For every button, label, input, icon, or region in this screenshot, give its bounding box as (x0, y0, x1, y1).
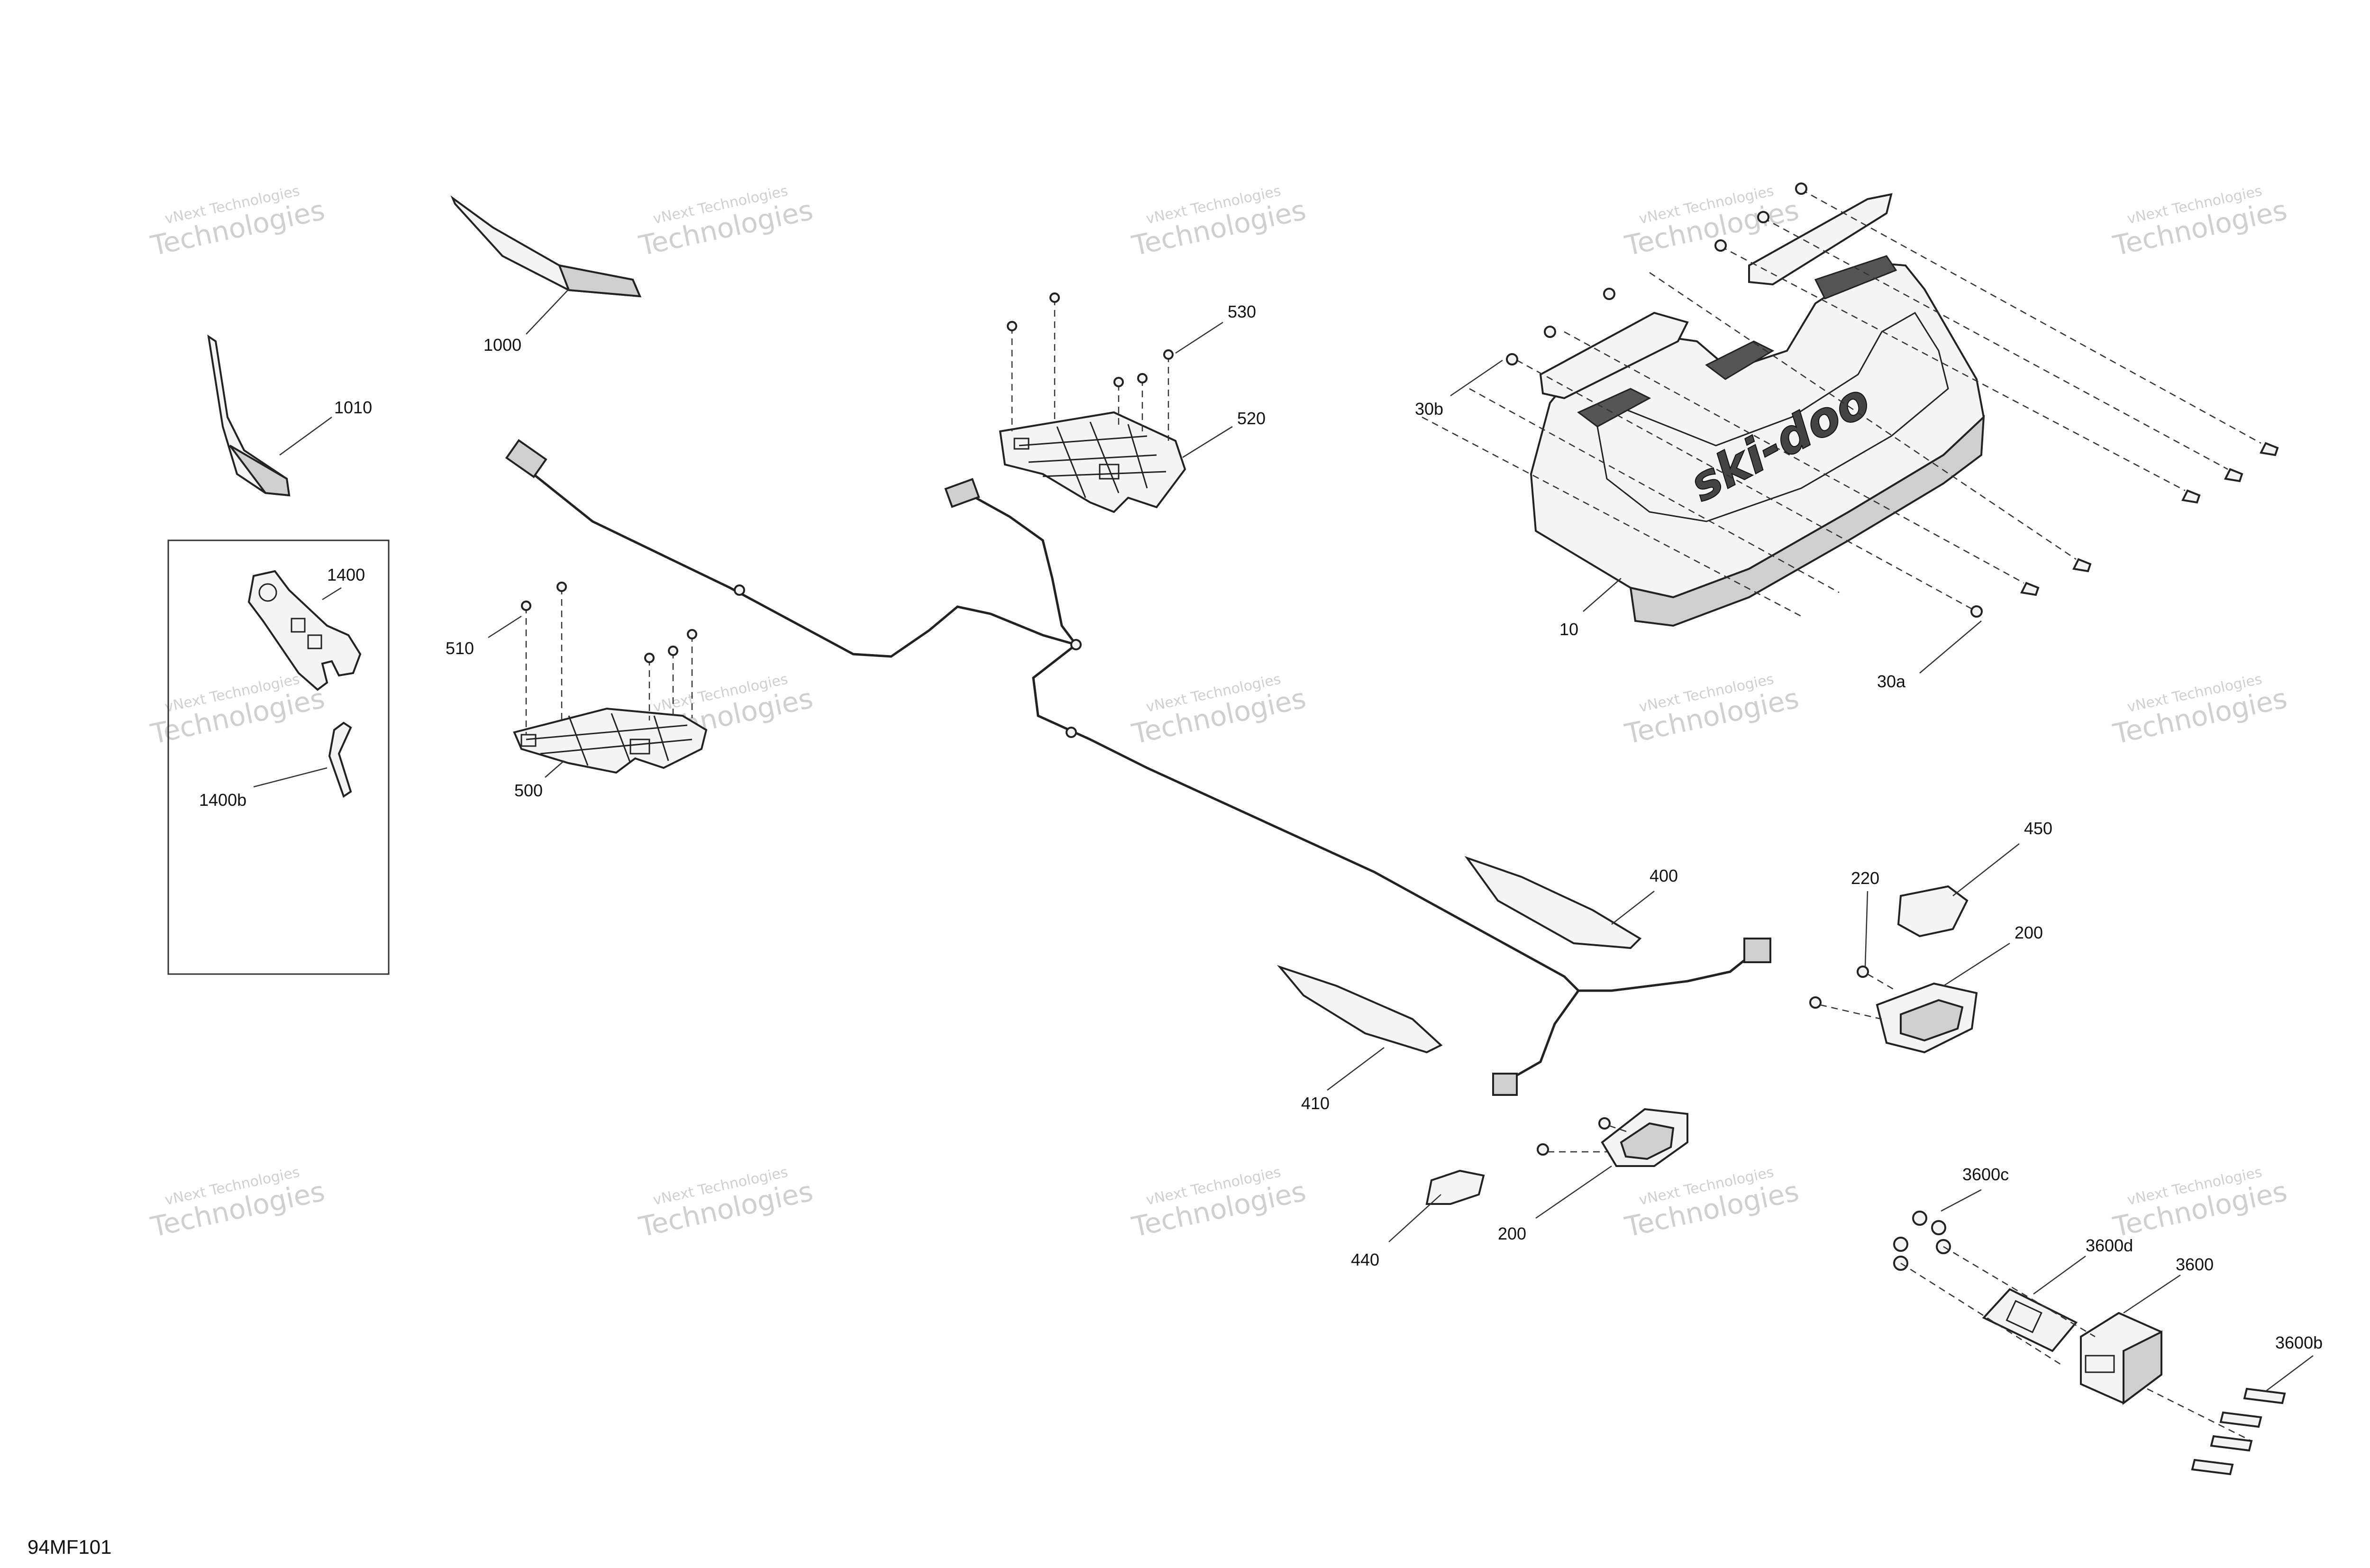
washer-220 (1857, 966, 1869, 978)
callout-30b: 30b (1415, 399, 1443, 419)
callout-3600d: 3600d (2086, 1236, 2133, 1255)
callout-10: 10 (1559, 620, 1578, 639)
part-520-rack[interactable] (999, 411, 1186, 513)
callout-530: 530 (1228, 302, 1256, 321)
callout-220: 220 (1851, 868, 1879, 888)
part-500-rack[interactable] (513, 707, 708, 774)
part-1010-trim[interactable] (207, 334, 291, 497)
callout-3600c: 3600c (1962, 1165, 2009, 1184)
part-3600d-plate[interactable] (1982, 1288, 2078, 1352)
callout-3600b: 3600b (2275, 1333, 2323, 1352)
part-10-rear-bumper[interactable]: ski-doo (1530, 193, 1985, 627)
callout-1000: 1000 (483, 335, 521, 355)
rack-500-screws (521, 582, 697, 735)
washer-200-left-b (1537, 1143, 1549, 1156)
callout-440: 440 (1351, 1250, 1379, 1269)
part-200-light-left[interactable] (1601, 1108, 1688, 1167)
part-410-trim[interactable] (1276, 965, 1443, 1054)
callout-1400b: 1400b (199, 790, 246, 810)
callout-200a: 200 (2014, 923, 2043, 942)
part-200-light-right[interactable] (1876, 982, 1978, 1054)
rack-520-screws (1007, 292, 1174, 441)
callout-520: 520 (1237, 409, 1266, 428)
callout-450: 450 (2024, 819, 2052, 838)
wiring-harness[interactable] (505, 439, 1771, 1096)
callout-500: 500 (514, 781, 543, 800)
part-1400-wrench[interactable] (247, 570, 362, 691)
callout-510: 510 (446, 638, 474, 658)
part-3600-hitch[interactable] (2080, 1312, 2162, 1405)
part-1400b-hex-key[interactable] (328, 721, 352, 798)
bumper-fasteners (1422, 182, 2279, 618)
part-400-trim[interactable] (1464, 856, 1642, 949)
callout-30a: 30a (1877, 672, 1906, 691)
callout-1010: 1010 (334, 398, 372, 417)
callout-400: 400 (1650, 866, 1678, 885)
washer-200-left (1598, 1117, 1611, 1130)
hitch-fasteners (1893, 1211, 2286, 1476)
part-450-trim[interactable] (1897, 885, 1969, 938)
washer-200 (1809, 996, 1822, 1009)
callout-1400: 1400 (327, 565, 365, 584)
figure-code: 94MF101 (27, 1536, 111, 1558)
callout-410: 410 (1301, 1094, 1330, 1113)
part-440-trim[interactable] (1425, 1169, 1485, 1205)
callout-200b: 200 (1498, 1224, 1526, 1243)
callout-3600: 3600 (2176, 1255, 2214, 1274)
part-1000-trim[interactable] (450, 195, 642, 298)
tool-kit-frame (167, 539, 390, 975)
